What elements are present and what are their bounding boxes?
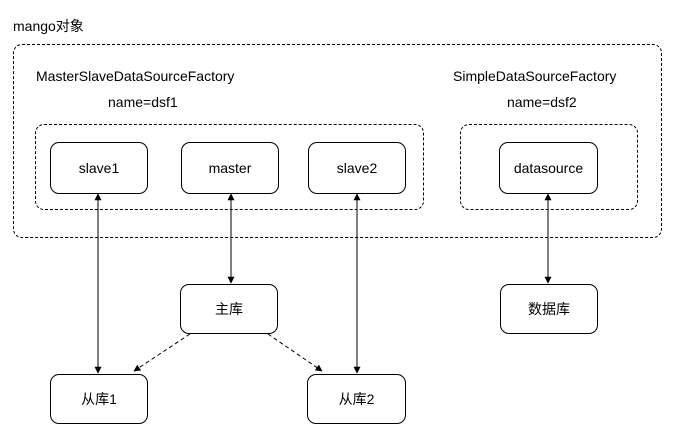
slave1-node: slave1 <box>50 142 148 194</box>
slave-db-2-node: 从库2 <box>307 374 406 424</box>
slave-db-1-node: 从库1 <box>50 374 148 424</box>
slave2-node: slave2 <box>308 142 406 194</box>
simple-factory-class-label: SimpleDataSourceFactory <box>453 68 617 84</box>
simple-factory-name-label: name=dsf2 <box>507 94 577 110</box>
master-slave-factory-class-label: MasterSlaveDataSourceFactory <box>36 68 235 84</box>
master-slave-factory-name-label: name=dsf1 <box>108 94 178 110</box>
diagram-title: mango对象 <box>13 18 84 34</box>
mango-object-group <box>13 44 662 238</box>
edge-main-db-to-slave-db-2 <box>267 333 323 372</box>
db-node: 数据库 <box>500 284 598 334</box>
datasource-node: datasource <box>499 142 598 194</box>
main-db-node: 主库 <box>180 284 278 334</box>
edge-main-db-to-slave-db-1 <box>133 333 191 372</box>
master-node: master <box>181 142 279 194</box>
